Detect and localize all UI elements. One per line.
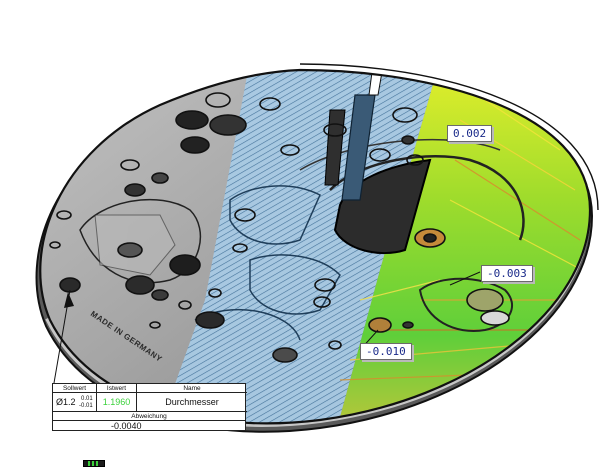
deviation-value: -0.0040 xyxy=(111,421,142,431)
header-actual: Istwert xyxy=(97,384,137,393)
header-deviation: Abweichung xyxy=(53,412,245,421)
deviation-label-middle-right: -0.003 xyxy=(481,265,533,282)
actual-value: 1.1960 xyxy=(97,393,137,412)
holes xyxy=(49,92,510,363)
deviation-label-top-right: 0.002 xyxy=(447,125,493,142)
leader-arrowhead xyxy=(64,292,74,308)
deviation-label-bottom-center: -0.010 xyxy=(360,343,412,360)
header-name: Name xyxy=(137,384,247,393)
tolerance-upper: 0.01 xyxy=(81,396,93,402)
nominal-value: Ø1.2 xyxy=(56,397,76,407)
nominal-cell: Ø1.2 0.01 -0.01 xyxy=(53,393,97,412)
cad-overlay-region xyxy=(150,70,440,424)
header-nominal: Sollwert xyxy=(53,384,97,393)
feature-name: Durchmesser xyxy=(137,393,247,412)
deviation-row: -0.0040 xyxy=(53,421,245,467)
deviation-bar-icon xyxy=(83,460,105,467)
tolerance-lower: -0.01 xyxy=(79,403,93,409)
measurement-callout: Sollwert Istwert Name Ø1.2 0.01 -0.01 1.… xyxy=(52,383,247,467)
